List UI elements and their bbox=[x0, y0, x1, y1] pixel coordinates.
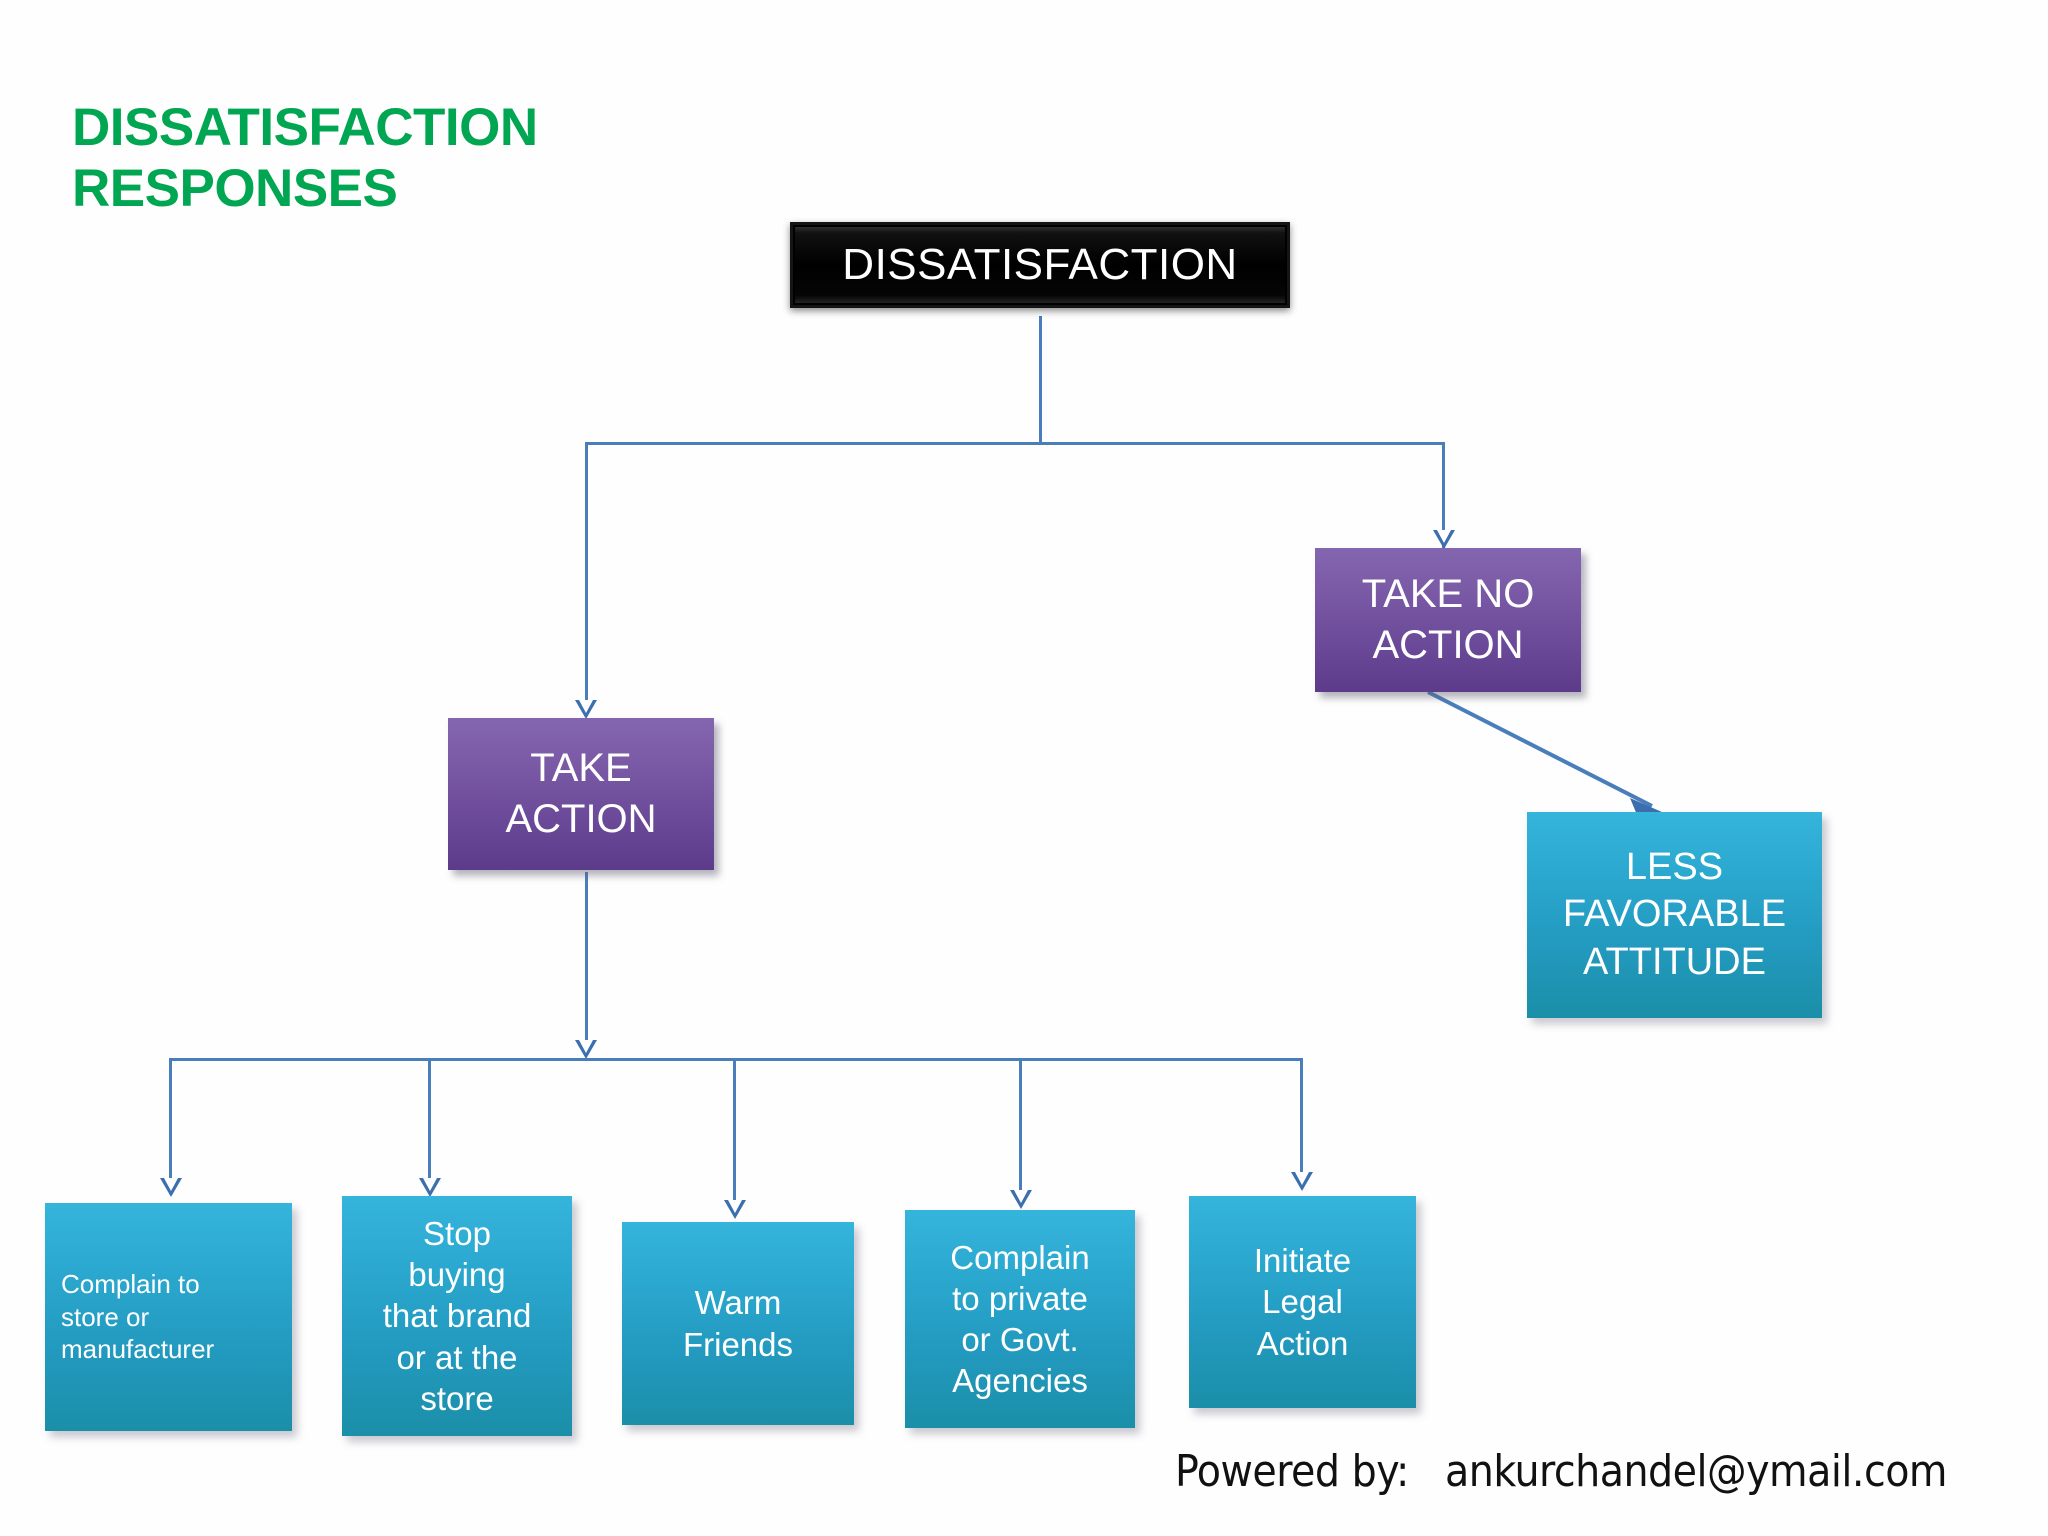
connector-leg-4 bbox=[1019, 1058, 1022, 1204]
node-less-favorable-attitude[interactable]: LESS FAVORABLE ATTITUDE bbox=[1527, 812, 1822, 1018]
node-dissatisfaction[interactable]: DISSATISFACTION bbox=[790, 222, 1290, 308]
connector-leg-1 bbox=[169, 1058, 172, 1192]
node-warm-friends[interactable]: Warm Friends bbox=[622, 1222, 854, 1425]
arrowhead-take-action-inner bbox=[579, 700, 593, 713]
arrowhead-leg-4-inner bbox=[1014, 1190, 1028, 1203]
node-complain-agencies[interactable]: Complain to private or Govt. Agencies bbox=[905, 1210, 1135, 1428]
arrowhead-leg-5-inner bbox=[1295, 1172, 1309, 1185]
connector-leg-3 bbox=[733, 1058, 736, 1214]
arrowhead-leg-2-inner bbox=[423, 1178, 437, 1191]
connector-root-stem bbox=[1039, 316, 1042, 442]
page-title: DISSATISFACTION RESPONSES bbox=[72, 98, 538, 218]
connector-root-split bbox=[585, 442, 1445, 445]
arrowhead-leg-3-inner bbox=[728, 1200, 742, 1213]
node-stop-buying[interactable]: Stop buying that brand or at the store bbox=[342, 1196, 572, 1436]
node-take-action[interactable]: TAKE ACTION bbox=[448, 718, 714, 870]
node-take-no-action[interactable]: TAKE NO ACTION bbox=[1315, 548, 1581, 692]
footer-credit: Powered by: ankurchandel@ymail.com bbox=[1175, 1446, 1947, 1497]
connector-leg-5 bbox=[1300, 1058, 1303, 1186]
connector-leg-2 bbox=[428, 1058, 431, 1192]
node-complain-to-store[interactable]: Complain to store or manufacturer bbox=[45, 1203, 292, 1431]
connector-to-take-action bbox=[585, 442, 588, 704]
node-initiate-legal-action[interactable]: Initiate Legal Action bbox=[1189, 1196, 1416, 1408]
arrowhead-leg-1-inner bbox=[164, 1178, 178, 1191]
arrowhead-take-action-fan-inner bbox=[579, 1040, 593, 1053]
connector-to-take-no-action bbox=[1442, 442, 1445, 552]
connector-take-action-stem bbox=[585, 872, 588, 1050]
arrowhead-take-no-action-inner bbox=[1437, 530, 1451, 543]
